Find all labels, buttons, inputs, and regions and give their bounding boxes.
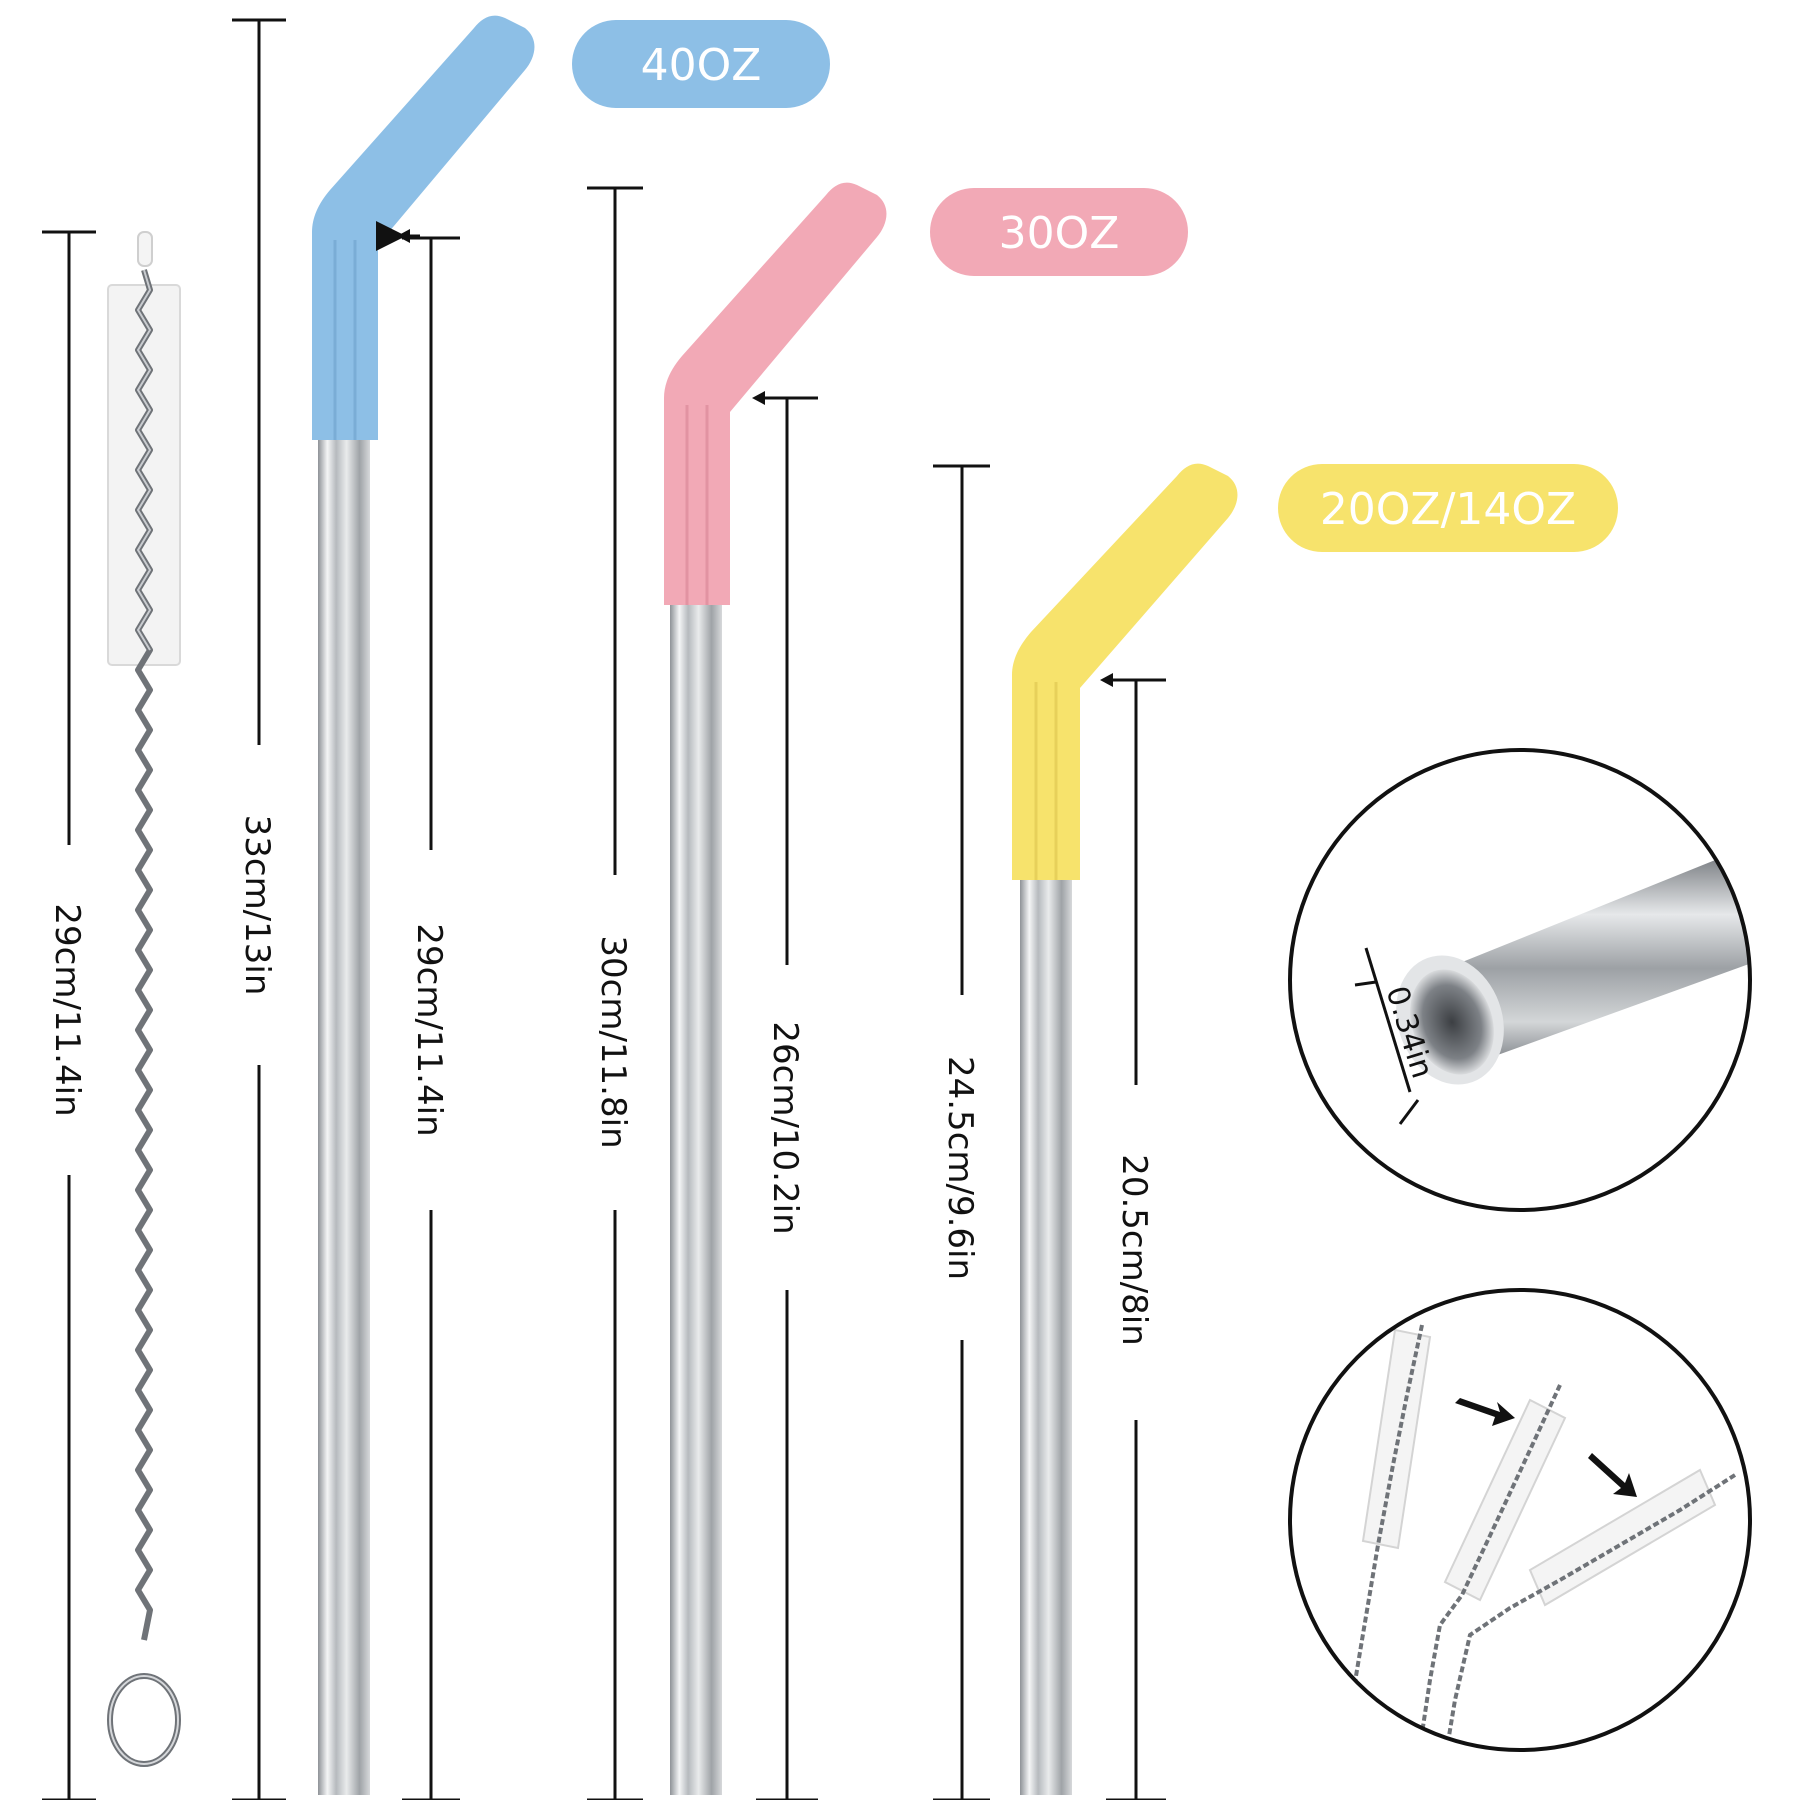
brush-step-2 bbox=[1416, 1384, 1567, 1750]
medium-total-dimension bbox=[587, 186, 643, 1800]
brush-step-3 bbox=[1443, 1468, 1737, 1750]
large-straw bbox=[312, 15, 535, 1795]
large-total-label: 33cm/13in bbox=[237, 815, 277, 996]
small-total-dimension bbox=[933, 464, 990, 1800]
brush-sequence-detail bbox=[1288, 1288, 1752, 1752]
large-arrow-icon bbox=[397, 229, 410, 243]
badge-large: 40OZ bbox=[572, 20, 830, 108]
medium-total-label: 30cm/11.8in bbox=[593, 935, 633, 1148]
medium-metal-label: 26cm/10.2in bbox=[765, 1021, 805, 1234]
badge-large-text: 40OZ bbox=[641, 40, 762, 91]
arrow-1-icon bbox=[1455, 1398, 1515, 1426]
diameter-detail: 0.34in bbox=[1288, 748, 1752, 1212]
small-metal-label: 20.5cm/8in bbox=[1114, 1154, 1154, 1346]
large-metal-label: 29cm/11.4in bbox=[409, 923, 449, 1136]
small-straw bbox=[1012, 463, 1238, 1795]
arrow-2-icon bbox=[1588, 1453, 1637, 1497]
small-arrow-icon bbox=[1100, 673, 1113, 687]
small-metal-dimension bbox=[1106, 678, 1166, 1800]
small-total-label: 24.5cm/9.6in bbox=[940, 1056, 980, 1280]
large-total-dimension bbox=[232, 18, 286, 1800]
badge-medium-text: 30OZ bbox=[999, 208, 1120, 259]
brush-dimension bbox=[42, 230, 96, 1800]
medium-arrow-icon bbox=[752, 391, 765, 405]
badge-small: 20OZ/14OZ bbox=[1278, 464, 1618, 552]
badge-medium: 30OZ bbox=[930, 188, 1188, 276]
large-metal-dimension bbox=[376, 221, 460, 1800]
brush-length-label: 29cm/11.4in bbox=[47, 903, 87, 1116]
badge-small-text: 20OZ/14OZ bbox=[1320, 484, 1576, 535]
cleaning-brush bbox=[107, 231, 181, 1767]
medium-straw bbox=[664, 182, 887, 1795]
